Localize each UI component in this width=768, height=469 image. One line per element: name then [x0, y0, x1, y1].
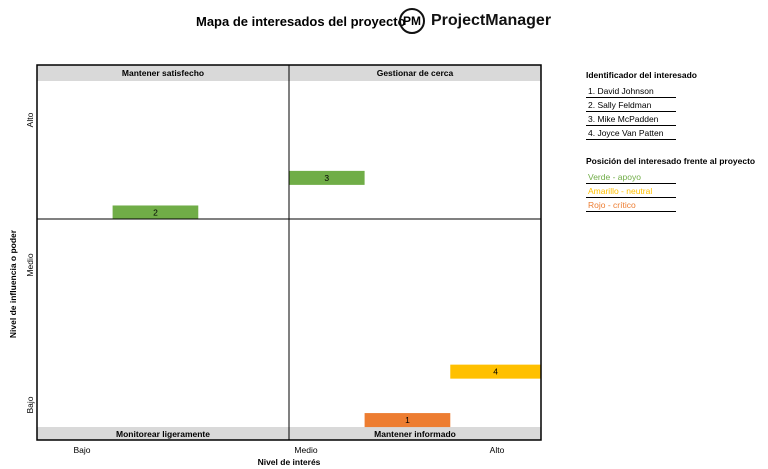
- stakeholder-bar-label: 3: [324, 173, 329, 183]
- stakeholder-bar: [450, 364, 541, 379]
- stakeholder-bar-label: 4: [493, 367, 498, 377]
- legend-stakeholder-item: 1. David Johnson: [586, 84, 676, 98]
- x-tick-label: Bajo: [73, 445, 90, 455]
- quadrant-label-bottom-left: Monitorear ligeramente: [116, 429, 210, 439]
- y-axis-label: Nivel de influencia o poder: [8, 229, 18, 338]
- y-tick-label: Alto: [25, 112, 35, 127]
- y-tick-label: Bajo: [25, 396, 35, 413]
- logo-text: ProjectManager: [431, 12, 552, 29]
- legend-stakeholder-item: 4. Joyce Van Patten: [586, 126, 676, 140]
- x-tick-label: Medio: [294, 445, 317, 455]
- x-axis-label: Nivel de interés: [258, 457, 321, 467]
- stakeholder-bar: [112, 205, 199, 220]
- quadrant-label-top-right: Gestionar de cerca: [377, 68, 454, 78]
- legend-position-title: Posición del interesado frente al proyec…: [586, 156, 756, 166]
- legend-position-item: Verde - apoyo: [586, 170, 676, 184]
- stakeholder-bar-label: 1: [405, 415, 410, 425]
- chart-border: [36, 64, 542, 441]
- logo-mark: PM: [399, 8, 425, 34]
- legend-position-item: Amarillo - neutral: [586, 184, 676, 198]
- stakeholder-bar: [289, 170, 365, 185]
- page-title: Mapa de interesados del proyecto: [196, 14, 406, 29]
- legend-stakeholder-item: 3. Mike McPadden: [586, 112, 676, 126]
- legend-position-list: Verde - apoyo Amarillo - neutral Rojo - …: [586, 170, 755, 212]
- y-tick-label: Medio: [25, 253, 35, 276]
- quadrant-label-bottom-right: Mantener informado: [374, 429, 456, 439]
- stakeholder-bar: [364, 413, 451, 428]
- stakeholder-bar-label: 2: [153, 207, 158, 217]
- x-tick-label: Alto: [490, 445, 505, 455]
- legend-stakeholders-title: Identificador del interesado: [586, 70, 697, 80]
- legend-stakeholder-item: 2. Sally Feldman: [586, 98, 676, 112]
- legend-position-item: Rojo - crítico: [586, 198, 676, 212]
- legend-stakeholders-list: 1. David Johnson 2. Sally Feldman 3. Mik…: [586, 84, 755, 140]
- legend: Identificador del interesado 1. David Jo…: [586, 70, 755, 212]
- quadrant-label-top-left: Mantener satisfecho: [122, 68, 204, 78]
- logo: PM ProjectManager: [399, 8, 551, 34]
